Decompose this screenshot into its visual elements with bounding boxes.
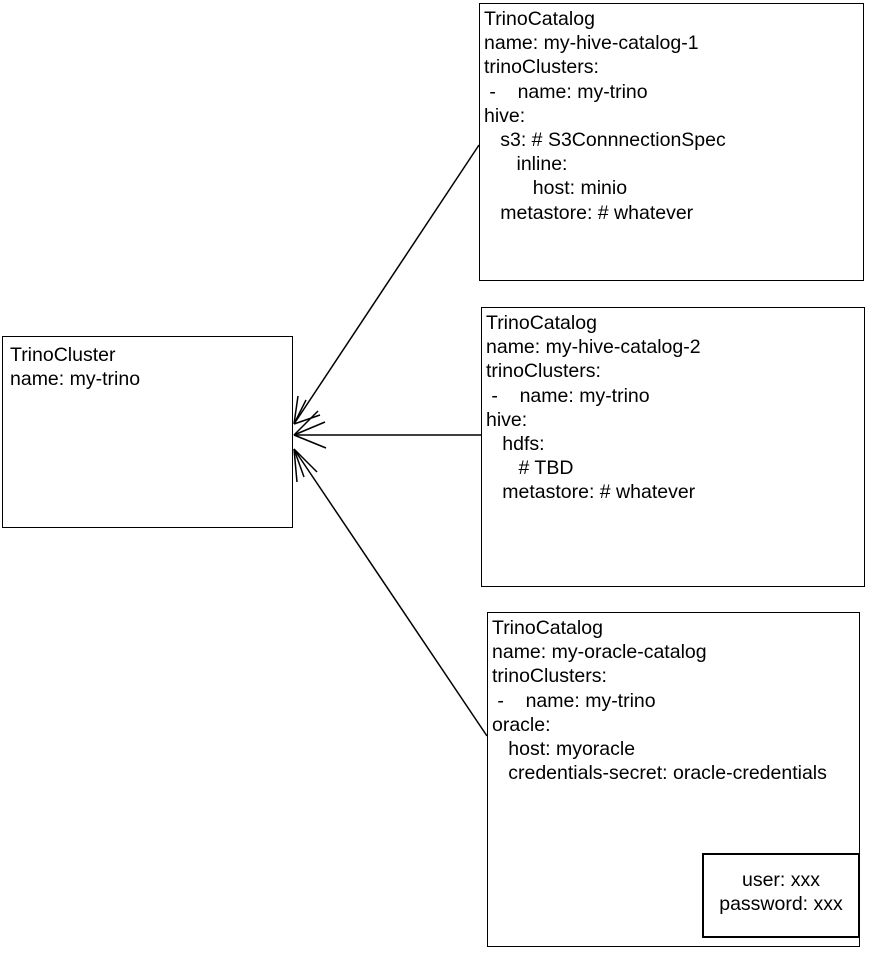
edge-catalog-2-to-cluster [293, 410, 481, 449]
catalog-3-line-1: name: my-oracle-catalog [492, 641, 707, 664]
catalog-2-line-0: TrinoCatalog [486, 312, 597, 334]
node-trino-cluster-body: TrinoCluster name: my-trino [3, 337, 292, 391]
catalog-3-line-2: trinoClusters: [492, 665, 607, 688]
node-trino-catalog-2-body: TrinoCatalog name: my-hive-catalog-2 tri… [482, 308, 864, 505]
catalog-3-line-5: host: myoracle [492, 738, 636, 761]
catalog-3-line-0: TrinoCatalog [492, 617, 603, 639]
node-oracle-credentials-secret[interactable]: user: xxx password: xxx [702, 853, 860, 938]
node-trino-catalog-1[interactable]: TrinoCatalog name: my-hive-catalog-1 tri… [479, 3, 864, 281]
catalog-2-line-2: trinoClusters: [486, 360, 601, 383]
node-trino-cluster[interactable]: TrinoCluster name: my-trino [2, 336, 293, 528]
catalog-1-line-7: host: minio [484, 177, 628, 200]
catalog-2-line-4: hive: [486, 408, 528, 431]
node-trino-catalog-3-body: TrinoCatalog name: my-oracle-catalog tri… [488, 613, 859, 785]
node-oracle-credentials-secret-body: user: xxx password: xxx [704, 868, 858, 916]
catalog-2-line-6: # TBD [486, 457, 574, 480]
catalog-3-line-6: credentials-secret: oracle-credentials [492, 762, 827, 785]
edge-catalog-3-to-cluster [293, 448, 488, 737]
catalog-2-line-3: - name: my-trino [486, 384, 650, 407]
node-trino-cluster-line-1: name: my-trino [10, 368, 141, 391]
catalog-1-line-3: - name: my-trino [484, 80, 648, 103]
catalog-1-line-6: inline: [484, 153, 568, 176]
node-trino-catalog-1-body: TrinoCatalog name: my-hive-catalog-1 tri… [480, 4, 863, 225]
secret-line-0: user: xxx [741, 869, 821, 891]
node-trino-cluster-line-0: TrinoCluster [10, 344, 116, 366]
catalog-2-line-5: hdfs: [486, 433, 545, 456]
edge-catalog-1-to-cluster [293, 144, 480, 425]
catalog-2-line-7: metastore: # whatever [486, 481, 696, 504]
catalog-1-line-1: name: my-hive-catalog-1 [484, 32, 699, 55]
catalog-1-line-5: s3: # S3ConnnectionSpec [484, 129, 726, 152]
catalog-1-line-8: metastore: # whatever [484, 201, 694, 224]
catalog-1-line-2: trinoClusters: [484, 56, 599, 79]
catalog-3-line-4: oracle: [492, 713, 551, 736]
secret-line-1: password: xxx [719, 893, 843, 916]
catalog-3-line-3: - name: my-trino [492, 689, 656, 712]
node-trino-catalog-2[interactable]: TrinoCatalog name: my-hive-catalog-2 tri… [481, 307, 865, 587]
catalog-1-line-0: TrinoCatalog [484, 8, 595, 30]
catalog-1-line-4: hive: [484, 104, 526, 127]
catalog-2-line-1: name: my-hive-catalog-2 [486, 336, 701, 359]
